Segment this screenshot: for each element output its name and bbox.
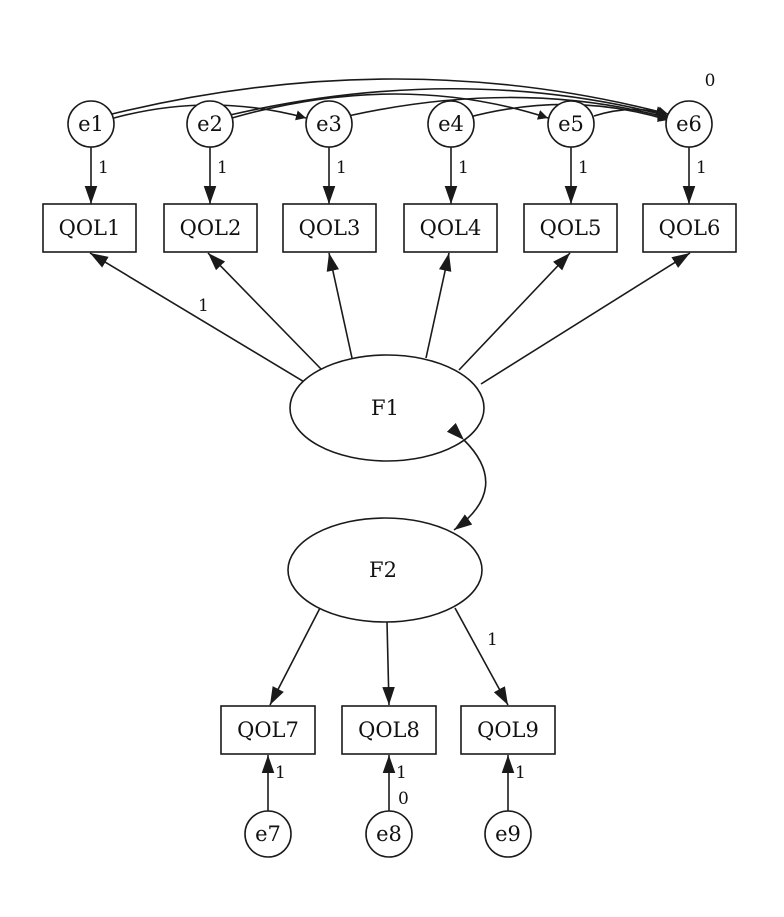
path-label-e6-qol6: 1 [696,158,707,178]
indicator-label-qol7: QOL7 [237,718,299,742]
bottom-error-nodes: e7 e8 e9 [244,810,532,858]
indicator-box-qol1[interactable] [42,203,137,253]
loading-f1-qol2 [207,252,323,371]
indicator-box-qol7[interactable] [220,705,316,755]
f1-loadings: 1 [89,252,691,385]
indicator-label-qol8: QOL8 [358,718,420,742]
error-label-e5: e5 [558,112,584,136]
factor-node-f1[interactable] [289,354,485,462]
error-node-e9[interactable] [484,810,532,858]
indicator-label-qol3: QOL3 [299,216,361,240]
path-label-e7-qol7: 1 [275,763,286,783]
path-label-f2-qol9: 1 [487,630,498,650]
error-label-e1: e1 [78,112,104,136]
path-label-e2-qol2: 1 [217,158,228,178]
factor-label-f2: F2 [369,558,397,582]
loading-f2-qol8 [382,621,395,706]
loading-f1-qol4 [425,252,452,359]
path-label-e5-qol5: 1 [578,158,589,178]
indicator-label-qol5: QOL5 [540,216,602,240]
cov-e2-e6 [219,87,669,123]
error-label-e7: e7 [255,822,281,846]
path-label-e1-qol1: 1 [98,158,109,178]
variance-label-e8: 0 [398,789,409,809]
error-label-e9: e9 [495,822,521,846]
f2-loadings: 1 [269,607,509,706]
indicator-box-qol9[interactable] [460,705,556,755]
indicator-box-qol5[interactable] [523,203,618,253]
path-label-f1-qol1: 1 [198,296,209,316]
factor-label-f1: F1 [371,396,399,420]
indicator-label-qol4: QOL4 [420,216,482,240]
error-label-e3: e3 [316,112,342,136]
loading-f2-qol9 [454,607,509,706]
indicator-box-qol2[interactable] [163,203,258,253]
error-label-e6: e6 [676,112,702,136]
loading-f1-qol5 [458,252,571,371]
loading-f1-qol1 [89,252,307,384]
indicator-box-qol3[interactable] [282,203,377,253]
top-error-nodes: e1 e2 e3 e4 e5 e6 0 [67,71,716,148]
cov-e2-e5 [221,93,549,126]
variance-label-e6: 0 [705,71,716,91]
cov-e1-e6 [101,78,669,122]
top-error-arrows: 1 1 1 1 1 1 [84,147,707,204]
indicator-label-qol6: QOL6 [659,216,721,240]
error-node-e8[interactable] [365,810,413,858]
indicator-box-qol8[interactable] [341,705,437,755]
loading-f2-qol7 [269,607,321,706]
cov-e5-e6 [582,106,667,124]
error-node-e7[interactable] [244,810,292,858]
error-label-e4: e4 [438,112,464,136]
cov-f1-f2 [446,422,487,531]
path-label-e9-qol9: 1 [515,763,526,783]
factor-node-f2[interactable] [287,517,483,623]
bottom-indicator-boxes: QOL7 QOL8 QOL9 [220,705,556,755]
loading-f1-qol6 [480,252,691,385]
indicator-box-qol4[interactable] [403,203,498,253]
path-label-e8-qol8: 1 [396,763,407,783]
indicator-label-qol1: QOL1 [59,216,121,240]
indicator-box-qol6[interactable] [642,203,737,253]
indicator-label-qol2: QOL2 [180,216,242,240]
indicator-label-qol9: QOL9 [477,718,539,742]
error-label-e2: e2 [197,112,223,136]
path-label-e4-qol4: 1 [458,158,469,178]
error-label-e8: e8 [376,822,402,846]
cov-e3-e6 [337,96,669,124]
path-label-e3-qol3: 1 [336,158,347,178]
loading-f1-qol3 [326,252,353,359]
bottom-error-arrows: 1 1 0 1 [261,755,526,811]
top-indicator-boxes: QOL1 QOL2 QOL3 QOL4 QOL5 QOL6 [42,203,737,253]
